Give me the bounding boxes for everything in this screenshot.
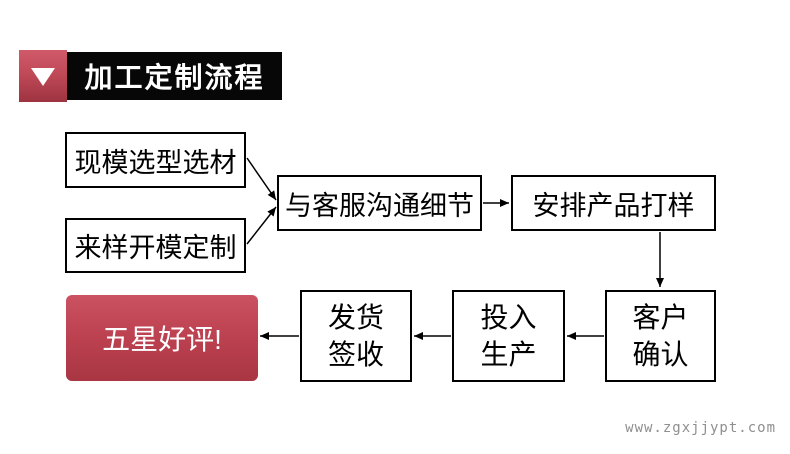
flow-box-product-sampling: 安排产品打样 xyxy=(511,175,716,231)
arrow-mold-to-service xyxy=(246,157,277,201)
flow-box-service-communication: 与客服沟通细节 xyxy=(277,175,482,231)
flow-box-production: 投入 生产 xyxy=(452,290,565,382)
flow-box-shipping-signoff-line1: 发货 xyxy=(327,302,384,333)
flow-box-mold-selection: 现模选型选材 xyxy=(65,132,246,188)
watermark-text: www.zgxjjypt.com xyxy=(625,420,776,436)
flow-box-sample-mold: 来样开模定制 xyxy=(65,218,246,273)
flow-box-customer-confirm: 客户 确认 xyxy=(605,290,716,382)
page-title: 加工定制流程 xyxy=(67,52,282,100)
flow-box-five-star-review: 五星好评! xyxy=(66,295,258,381)
triangle-down-icon xyxy=(31,68,55,86)
flow-box-shipping-signoff-line2: 签收 xyxy=(327,339,384,370)
flow-box-production-line1: 投入 xyxy=(480,302,537,333)
arrow-sample-to-service xyxy=(246,206,277,245)
flow-box-customer-confirm-line1: 客户 xyxy=(632,302,689,333)
header-red-square xyxy=(19,50,67,102)
flow-box-customer-confirm-line2: 确认 xyxy=(632,339,689,370)
flow-box-shipping-signoff: 发货 签收 xyxy=(300,290,412,382)
flow-box-production-line2: 生产 xyxy=(480,339,537,370)
